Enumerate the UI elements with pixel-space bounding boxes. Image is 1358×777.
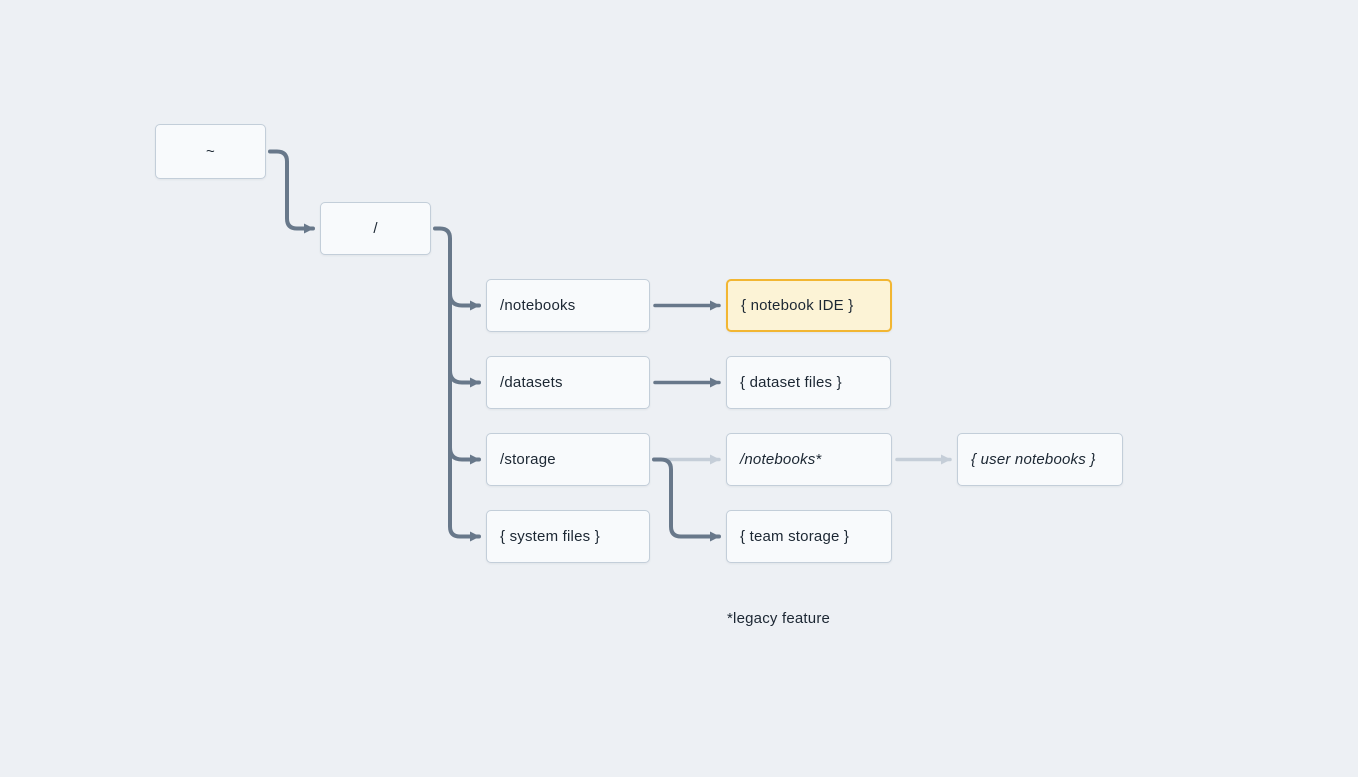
node-datasets: /datasets <box>486 356 650 409</box>
node-user-notebooks: { user notebooks } <box>957 433 1123 486</box>
node-dataset-files: { dataset files } <box>726 356 891 409</box>
node-team-storage: { team storage } <box>726 510 892 563</box>
node-label: { team storage } <box>740 528 850 545</box>
node-label: { user notebooks } <box>971 451 1096 468</box>
node-notebook-ide: { notebook IDE } <box>726 279 892 332</box>
node-label: /storage <box>500 451 556 468</box>
node-system-files: { system files } <box>486 510 650 563</box>
node-label: { system files } <box>500 528 600 545</box>
node-root: / <box>320 202 431 255</box>
node-storage: /storage <box>486 433 650 486</box>
edge-root-notebooks <box>448 291 481 311</box>
node-notebooks: /notebooks <box>486 279 650 332</box>
node-notebooks-legacy: /notebooks* <box>726 433 892 486</box>
node-home: ~ <box>155 124 266 179</box>
node-label: ~ <box>206 143 215 160</box>
node-label: /datasets <box>500 374 563 391</box>
edge-root-storage <box>448 445 481 465</box>
node-label: /notebooks <box>500 297 576 314</box>
edge-home-root <box>268 149 315 234</box>
edge-root-datasets <box>448 368 481 388</box>
node-label: /notebooks* <box>740 451 822 468</box>
node-label: / <box>373 220 378 237</box>
node-label: { dataset files } <box>740 374 842 391</box>
edge-storage-team-storage <box>652 457 721 542</box>
edge-root-system-files <box>433 226 481 542</box>
legacy-footnote: *legacy feature <box>727 610 831 627</box>
node-label: { notebook IDE } <box>741 297 854 314</box>
